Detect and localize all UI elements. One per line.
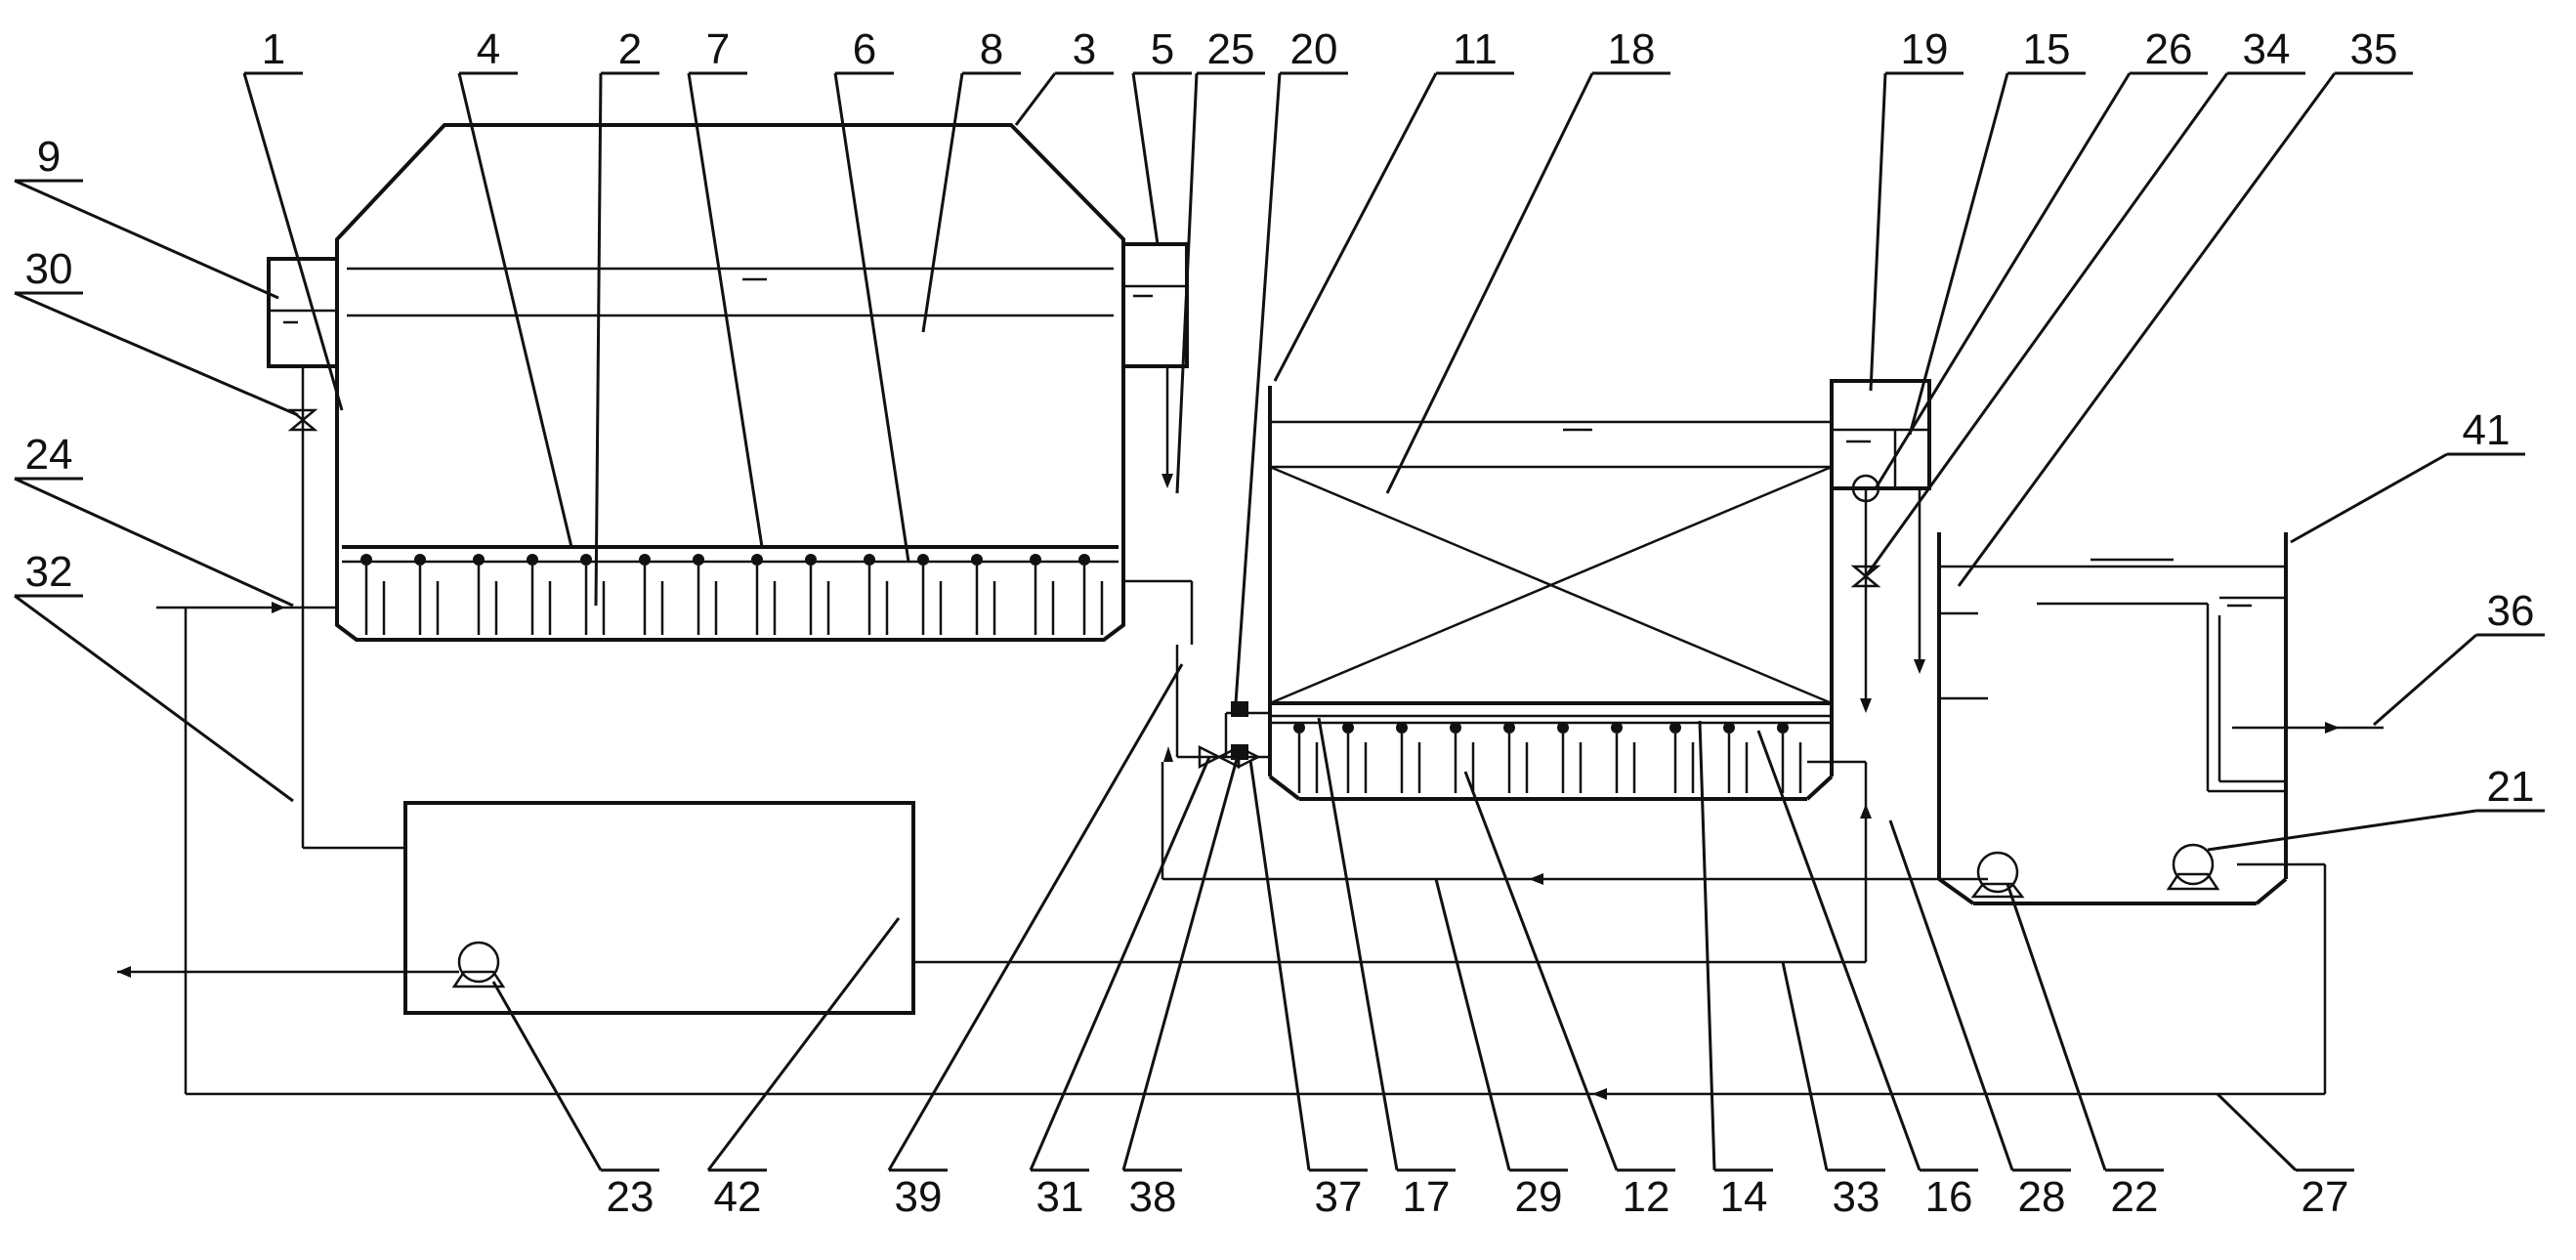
right-tank	[1937, 532, 2288, 905]
label-2: 2	[618, 25, 642, 73]
label-20: 20	[1290, 25, 1338, 73]
label-23: 23	[607, 1173, 655, 1221]
label-7: 7	[706, 25, 730, 73]
label-24: 24	[25, 431, 73, 479]
middle-reactor	[1268, 386, 1834, 801]
label-5: 5	[1151, 25, 1174, 73]
label-16: 16	[1925, 1173, 1973, 1221]
label-36: 36	[2487, 587, 2535, 635]
label-19: 19	[1901, 25, 1949, 73]
left-reactor	[335, 123, 1125, 642]
label-15: 15	[2023, 25, 2071, 73]
label-42: 42	[714, 1173, 762, 1221]
valve-icon-30	[287, 408, 318, 432]
label-4: 4	[477, 25, 500, 73]
label-35: 35	[2350, 25, 2398, 73]
label-11: 11	[1453, 25, 1498, 73]
storage-tank	[403, 801, 915, 1015]
label-33: 33	[1833, 1173, 1880, 1221]
label-8: 8	[980, 25, 1003, 73]
middle-aerators	[1293, 722, 1802, 793]
label-21: 21	[2487, 763, 2535, 811]
bottom-labels: 23 42 39 31 38 37 17 29 12 14 33 16 28 22 27	[491, 663, 2354, 1221]
label-9: 9	[37, 133, 61, 181]
left-outlet-box	[1121, 242, 1189, 368]
label-3: 3	[1073, 25, 1096, 73]
label-25: 25	[1207, 25, 1255, 73]
label-30: 30	[25, 245, 73, 293]
label-17: 17	[1403, 1173, 1451, 1221]
left-aerators	[360, 554, 1104, 635]
label-34: 34	[2243, 25, 2291, 73]
label-41: 41	[2463, 406, 2511, 454]
valve-icon-34	[1850, 565, 1881, 588]
label-32: 32	[25, 548, 73, 596]
label-22: 22	[2111, 1173, 2159, 1221]
label-6: 6	[853, 25, 876, 73]
label-1: 1	[262, 25, 285, 73]
label-12: 12	[1623, 1173, 1670, 1221]
label-31: 31	[1036, 1173, 1084, 1221]
label-37: 37	[1315, 1173, 1363, 1221]
pump-icon-21	[2166, 843, 2220, 891]
pump-icon-22	[1970, 851, 2025, 899]
label-28: 28	[2018, 1173, 2066, 1221]
label-38: 38	[1129, 1173, 1177, 1221]
label-26: 26	[2145, 25, 2193, 73]
label-29: 29	[1515, 1173, 1563, 1221]
label-18: 18	[1608, 25, 1656, 73]
blower-icon-20	[1231, 701, 1248, 760]
float-icon	[1851, 474, 1880, 503]
label-27: 27	[2302, 1173, 2349, 1221]
label-39: 39	[895, 1173, 943, 1221]
settling-box	[1830, 379, 1931, 490]
label-14: 14	[1720, 1173, 1768, 1221]
pump-icon-23	[451, 941, 506, 988]
